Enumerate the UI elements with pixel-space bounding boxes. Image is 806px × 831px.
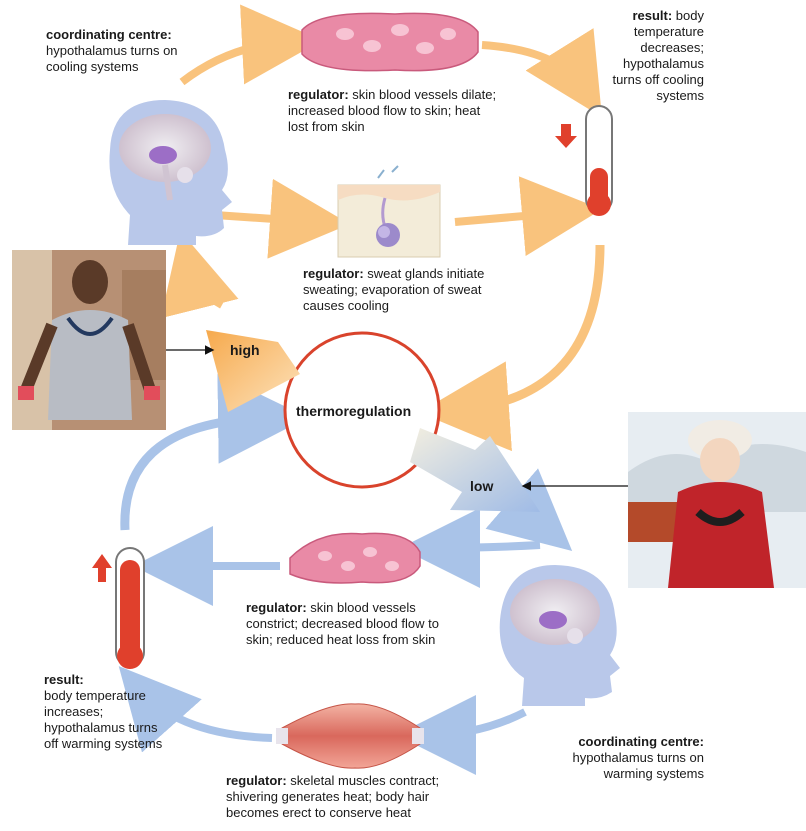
label-body: hypothalamus turns on warming systems [572,750,704,781]
bottom-regulator-vessels-text: regulator: skin blood vessels constrict;… [246,600,468,648]
thermometer-decreasing [585,105,613,216]
low-label: low [470,478,494,494]
top-coordinating-centre-text: coordinating centre: hypothalamus turns … [46,27,216,75]
label-body: skeletal muscles contract; shivering gen… [226,773,440,820]
label-body: body temperature decreases; hypothalamus… [612,8,704,103]
top-result-text: result: body temperature decreases; hypo… [612,8,704,104]
down-arrow-icon [555,124,577,148]
label-title: coordinating centre: [578,734,704,749]
top-loop-arrows [160,4,605,452]
dilated-blood-vessel [301,12,479,72]
label-title: result: [44,672,84,687]
photo-cold-girl [628,412,806,588]
low-stimulus-arrow [410,428,540,512]
top-head-brain [109,100,232,245]
high-stimulus-arrow [206,330,300,412]
thermoregulation-label: thermoregulation [296,403,412,419]
label-body: hypothalamus turns on cooling systems [46,43,178,74]
bottom-regulator-muscles-text: regulator: skeletal muscles contract; sh… [226,773,476,821]
skeletal-muscle-illustration [276,703,424,769]
label-title: coordinating centre: [46,27,172,42]
label-title: regulator: [288,87,349,102]
constricted-blood-vessel [289,532,421,584]
thermoregulation-circle [283,331,441,489]
bottom-head-brain [499,565,620,706]
label-body: skin blood vessels constrict; decreased … [246,600,439,647]
high-label: high [230,342,260,358]
photo-overheated-athlete [12,250,166,430]
sweat-gland-illustration [337,165,441,258]
label-title: regulator: [246,600,307,615]
label-title: regulator: [226,773,287,788]
thermometer-increasing [115,547,145,669]
label-body: sweat glands initiate sweating; evaporat… [303,266,485,313]
bottom-coordinating-centre-text: coordinating centre: hypothalamus turns … [548,734,704,782]
label-body: body temperature increases; hypothalamus… [44,688,163,751]
label-title: result: [632,8,673,23]
label-body: skin blood vessels dilate; increased blo… [288,87,497,134]
bottom-result-text: result: body temperature increases; hypo… [44,672,174,752]
top-regulator-sweat-text: regulator: sweat glands initiate sweatin… [303,266,513,314]
top-regulator-vessels-text: regulator: skin blood vessels dilate; in… [288,87,498,135]
up-arrow-icon [92,554,112,582]
label-title: regulator: [303,266,364,281]
